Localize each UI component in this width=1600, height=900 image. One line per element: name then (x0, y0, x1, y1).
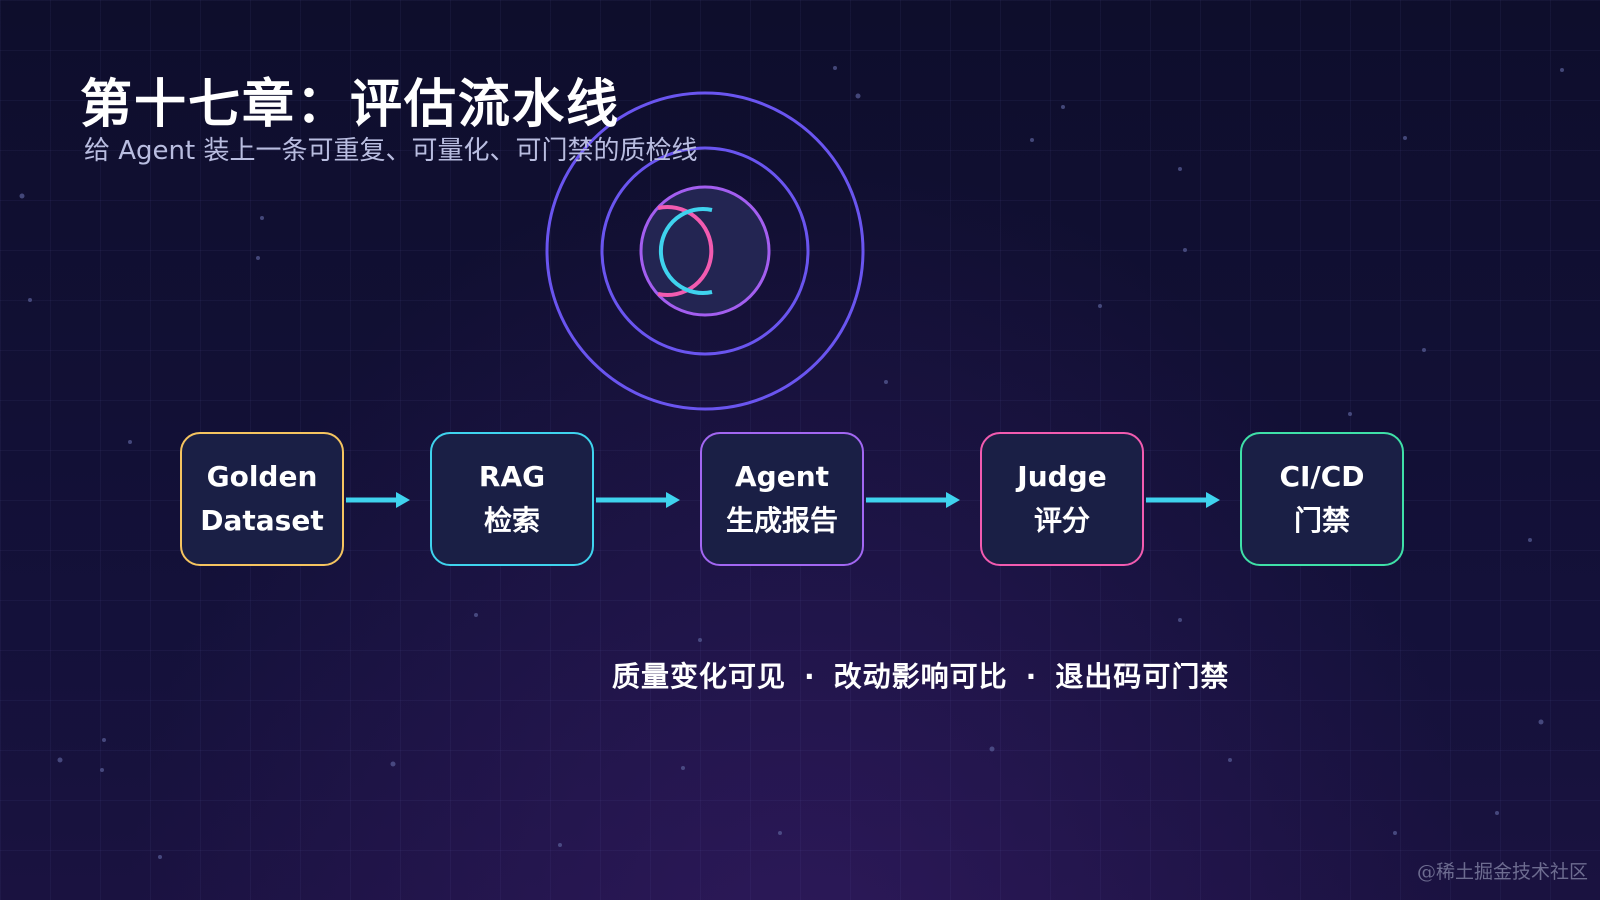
arrow-right-icon (866, 492, 960, 508)
stage-label-line2: 检索 (483, 504, 540, 537)
arrow-right-icon (1146, 492, 1220, 508)
tagline: 质量变化可见 · 改动影响可比 · 退出码可门禁 (612, 655, 1229, 695)
stage-label-line1: CI/CD (1279, 460, 1365, 493)
stage-label-line1: Agent (734, 460, 830, 493)
stage-label-line2: Dataset (200, 504, 324, 537)
watermark: @稀土掘金技术社区 (1416, 861, 1588, 883)
tagline-part2: 改动影响可比 (833, 660, 1008, 693)
stage-label-line1: RAG (478, 460, 546, 493)
eval-emblem-icon (540, 86, 870, 420)
stage-rag-retrieval: RAG 检索 (430, 432, 594, 566)
tagline-separator: · (1025, 660, 1038, 693)
arrow-right-icon (346, 492, 410, 508)
stage-label-line2: 门禁 (1293, 504, 1350, 537)
stage-label-line2: 评分 (1033, 504, 1090, 537)
page-subtitle: 给 Agent 装上一条可重复、可量化、可门禁的质检线 (84, 136, 698, 166)
stage-agent-report: Agent 生成报告 (700, 432, 864, 566)
stage-golden-dataset: Golden Dataset (180, 432, 344, 566)
stage-cicd-gate: CI/CD 门禁 (1240, 432, 1404, 566)
tagline-part3: 退出码可门禁 (1055, 660, 1230, 693)
arrow-right-icon (596, 492, 680, 508)
stage-label-line2: 生成报告 (725, 504, 838, 537)
tagline-separator: · (804, 660, 816, 693)
tagline-part1: 质量变化可见 (612, 660, 787, 693)
stage-label-line1: Golden (206, 460, 318, 493)
page-title: 第十七章：评估流水线 (80, 75, 621, 135)
stage-judge-scoring: Judge 评分 (980, 432, 1144, 566)
stage-label-line1: Judge (1017, 460, 1107, 493)
